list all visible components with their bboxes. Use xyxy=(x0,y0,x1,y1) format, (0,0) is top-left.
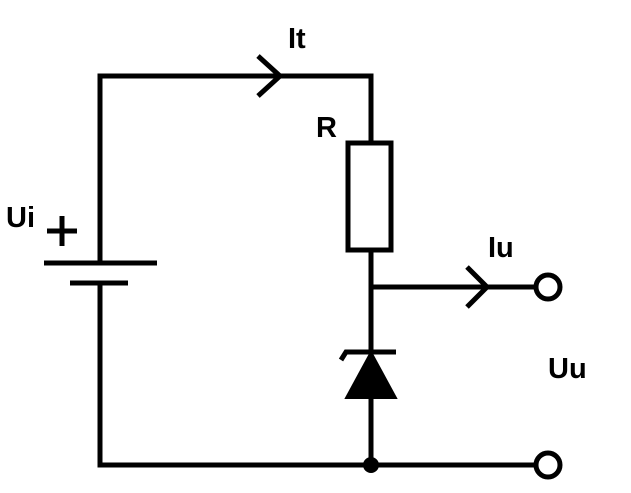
top-wire xyxy=(97,73,374,266)
label-resistor: R xyxy=(316,112,337,144)
output-terminal-top xyxy=(533,272,563,302)
circuit-wires xyxy=(97,73,539,468)
zener-triangle xyxy=(344,349,398,399)
output-current-arrow xyxy=(465,265,491,309)
zener-bar xyxy=(338,349,396,362)
resistor-symbol xyxy=(345,140,394,253)
output-terminal-bottom xyxy=(533,450,563,480)
label-output-voltage: Uu xyxy=(548,353,587,385)
label-source-voltage: Ui xyxy=(6,202,35,234)
battery-symbol xyxy=(44,216,157,286)
total-current-arrow xyxy=(256,54,284,98)
zener-diode-symbol xyxy=(338,349,398,399)
ground-junction-dot xyxy=(363,457,379,473)
bottom-wire xyxy=(97,280,539,468)
label-output-current: Iu xyxy=(488,232,514,264)
label-total-current: It xyxy=(288,23,306,55)
